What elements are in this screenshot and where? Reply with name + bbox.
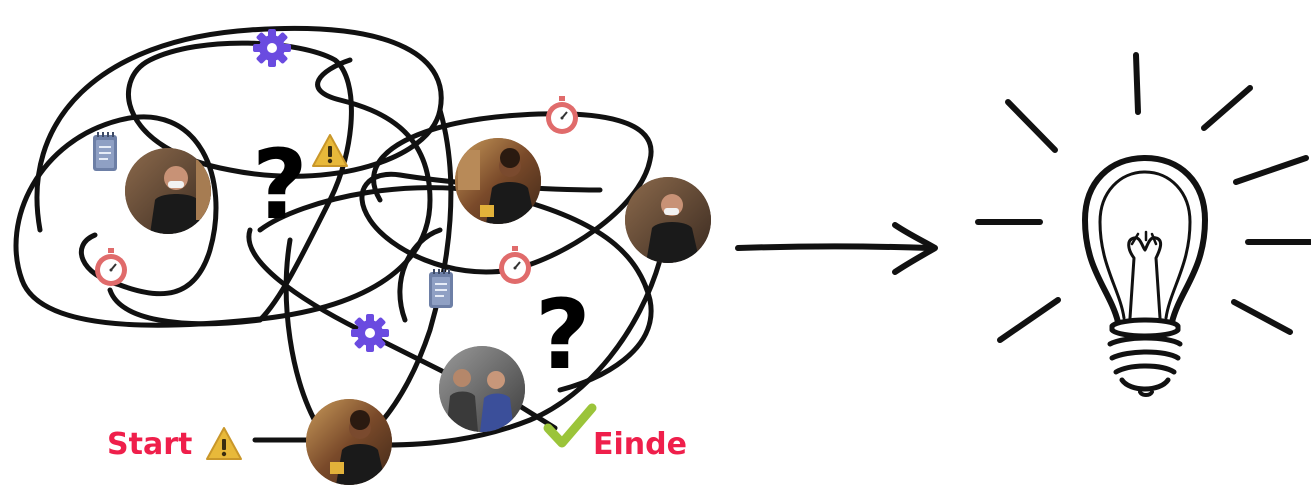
photo-worker-mask-2 bbox=[625, 177, 711, 263]
photo-worker-shop-2 bbox=[306, 399, 392, 485]
warning-icon bbox=[312, 134, 348, 167]
end-label: Einde bbox=[593, 427, 687, 462]
question-mark-2: ? bbox=[535, 279, 591, 391]
notepad-icon bbox=[92, 131, 118, 172]
gear-icon bbox=[253, 29, 291, 67]
notepad-icon bbox=[428, 268, 454, 309]
lightbulb-icon bbox=[975, 52, 1311, 397]
warning-icon bbox=[206, 427, 242, 460]
gear-icon bbox=[351, 314, 389, 352]
stopwatch-icon bbox=[94, 247, 128, 287]
stopwatch-icon bbox=[498, 245, 532, 285]
photo-worker-shop-1 bbox=[455, 138, 541, 224]
photo-two-workers bbox=[439, 346, 525, 432]
arrow-right-icon bbox=[735, 222, 938, 275]
start-label: Start bbox=[107, 427, 192, 462]
stopwatch-icon bbox=[545, 95, 579, 135]
photo-worker-mask bbox=[125, 148, 211, 234]
checkmark-icon bbox=[543, 403, 597, 448]
question-mark-1: ? bbox=[252, 129, 308, 241]
